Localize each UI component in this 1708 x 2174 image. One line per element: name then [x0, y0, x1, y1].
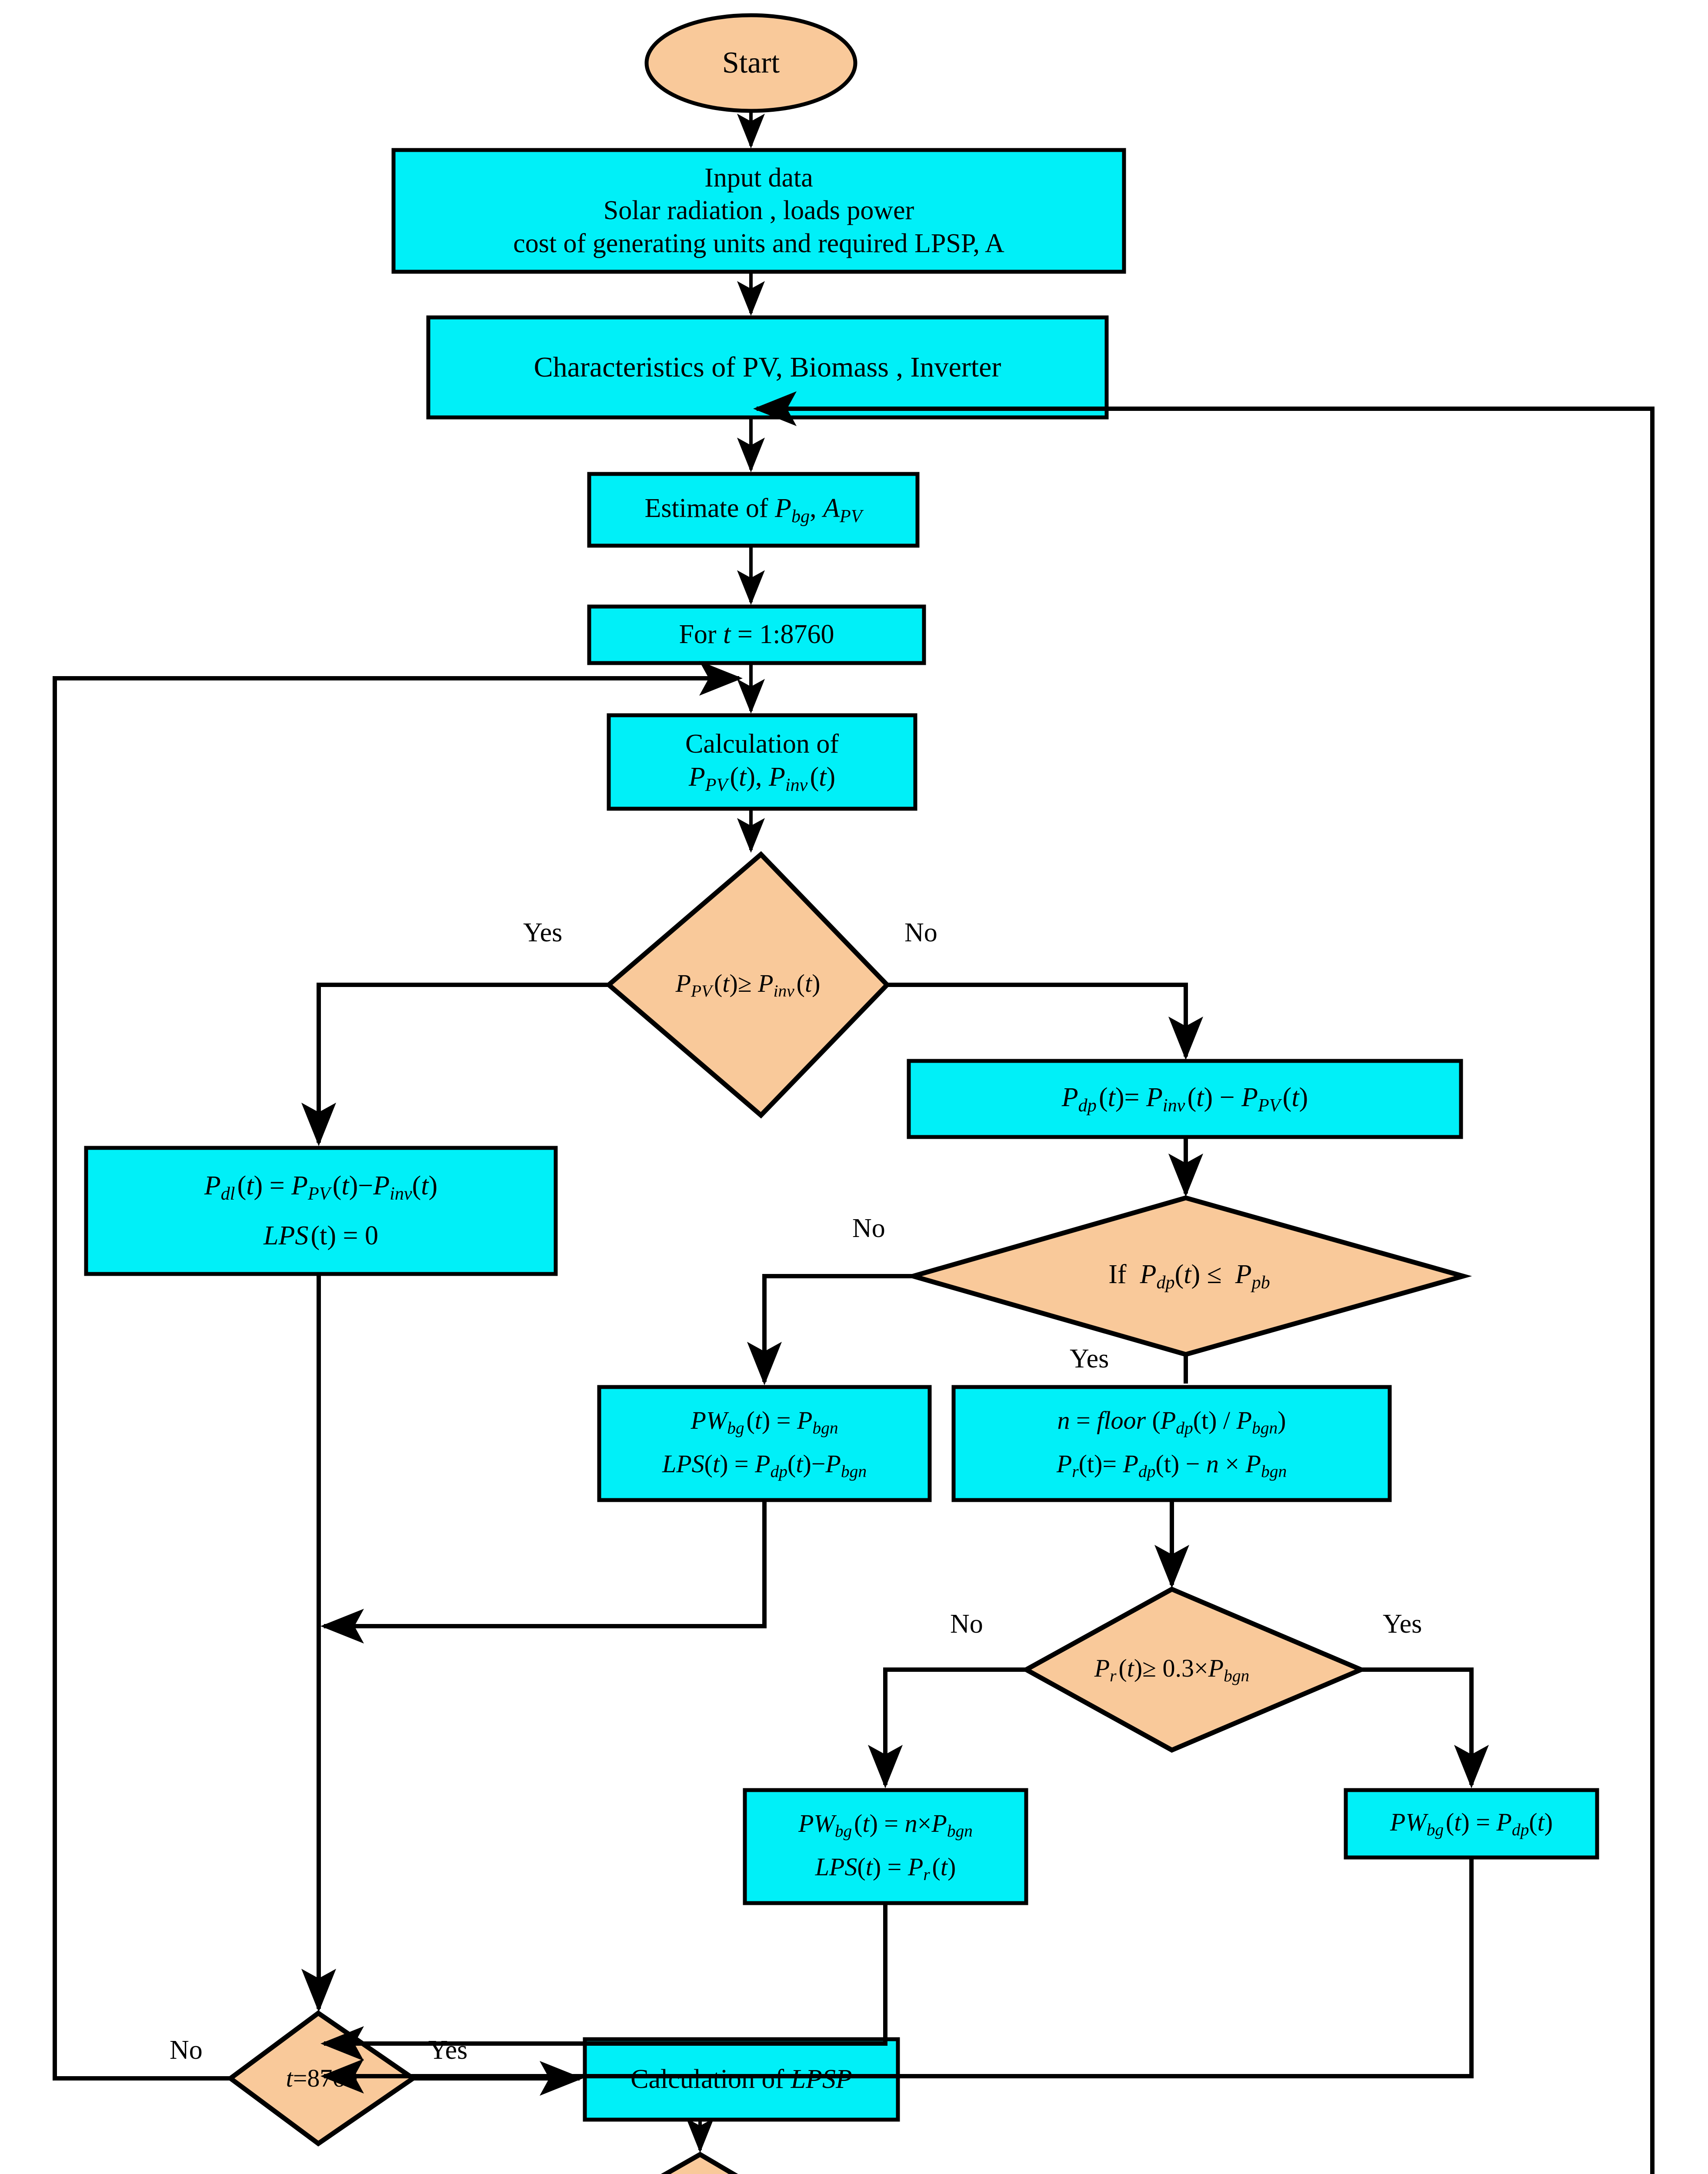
- edge-decision1-no: [887, 983, 1203, 1060]
- node-input-data[interactable]: [391, 148, 1126, 274]
- node-calc-lpsp[interactable]: [583, 2037, 900, 2122]
- node-floor[interactable]: [951, 1385, 1392, 1502]
- node-estimate[interactable]: [587, 472, 920, 548]
- node-decision-pdp[interactable]: [904, 1195, 1472, 1357]
- edge-pwbg-n-merge: [320, 1903, 887, 2061]
- node-characteristics[interactable]: [426, 315, 1109, 420]
- edge-label-d1-yes: Yes: [523, 918, 563, 947]
- edge-label-d1-no: No: [904, 918, 937, 947]
- node-pdl[interactable]: [84, 1146, 558, 1276]
- node-pwbg-pdp[interactable]: [1344, 1788, 1599, 1860]
- node-pwbg-pbgn[interactable]: [597, 1385, 932, 1502]
- node-decision-pr[interactable]: [1021, 1586, 1368, 1753]
- node-pwbg-n[interactable]: [743, 1788, 1028, 1905]
- edge-decision5-no-loop: [753, 391, 1655, 2174]
- edge-pwbg-pdp-merge: [320, 1857, 1474, 2094]
- edge-label-d2-no: No: [852, 1214, 885, 1243]
- node-decision-ppv[interactable]: [605, 851, 891, 1119]
- node-decision-lpsp[interactable]: [559, 2151, 837, 2174]
- node-pdp[interactable]: [907, 1059, 1463, 1139]
- edge-label-d3-no: No: [950, 1609, 983, 1639]
- edge-label-d2-yes: Yes: [1070, 1344, 1109, 1374]
- edge-label-d3-yes: Yes: [1383, 1609, 1422, 1639]
- node-start[interactable]: [644, 13, 857, 113]
- edge-decision3-no: [868, 1667, 1026, 1789]
- edge-label-d4-yes: Yes: [428, 2035, 468, 2065]
- edge-decision1-yes: [301, 983, 609, 1147]
- node-calculation[interactable]: [607, 713, 917, 811]
- node-for-loop[interactable]: [587, 604, 926, 665]
- edge-decision3-yes: [1361, 1667, 1489, 1789]
- edge-pwbg-pbgn-merge: [320, 1500, 767, 1644]
- edge-decision4-no-loop: [53, 661, 743, 2081]
- edge-decision2-no: [747, 1274, 913, 1386]
- edge-label-d4-no: No: [170, 2035, 203, 2065]
